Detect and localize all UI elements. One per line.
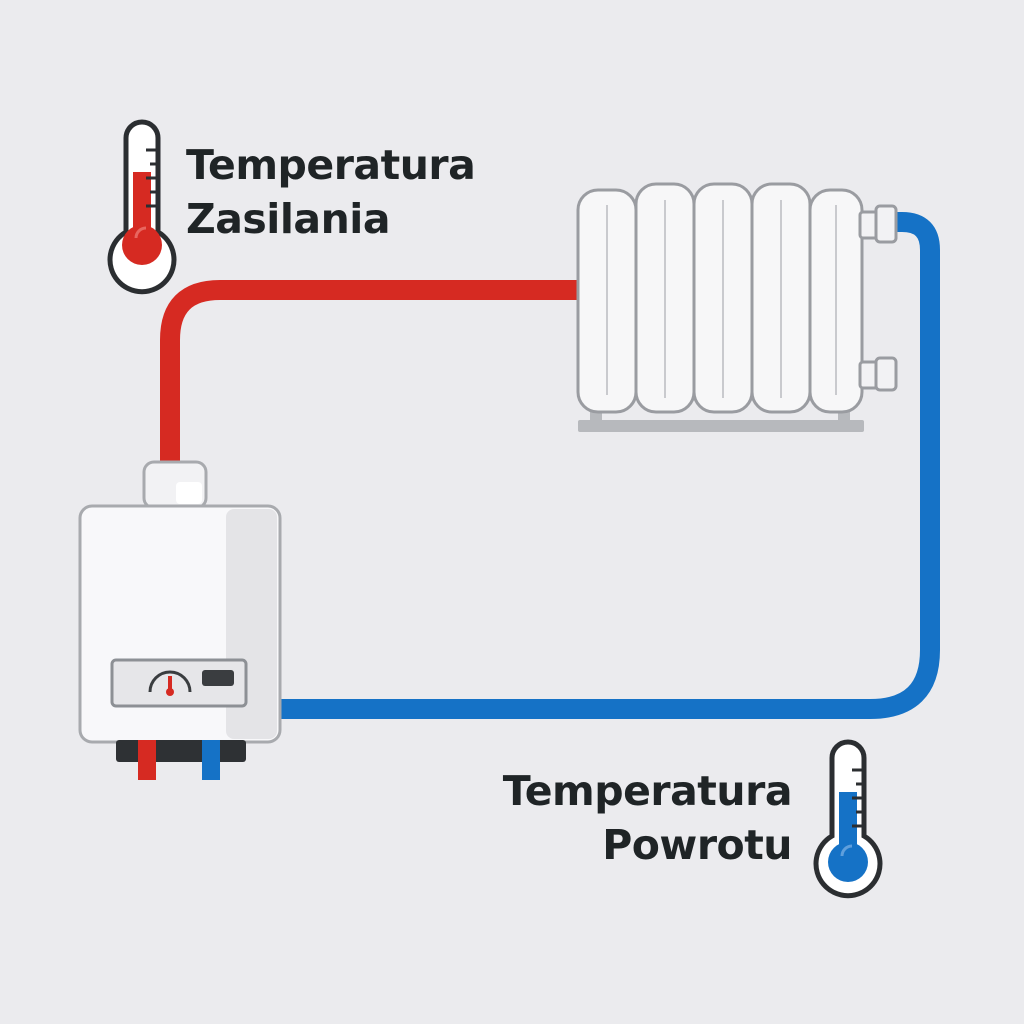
supply-label-line2: Zasilania	[186, 195, 390, 243]
return-label-line1: Temperatura	[502, 767, 793, 815]
radiator-icon	[576, 182, 898, 432]
return-label-line2: Powrotu	[602, 821, 792, 869]
supply-temperature-label: Temperatura Zasilania	[186, 138, 476, 246]
boiler-icon	[78, 460, 282, 780]
supply-thermometer-icon	[107, 119, 177, 295]
return-thermometer-icon	[813, 739, 883, 899]
supply-pipe	[160, 280, 580, 470]
return-temperature-label: Temperatura Powrotu	[430, 764, 793, 872]
supply-label-line1: Temperatura	[186, 141, 476, 189]
return-pipe	[280, 212, 940, 719]
